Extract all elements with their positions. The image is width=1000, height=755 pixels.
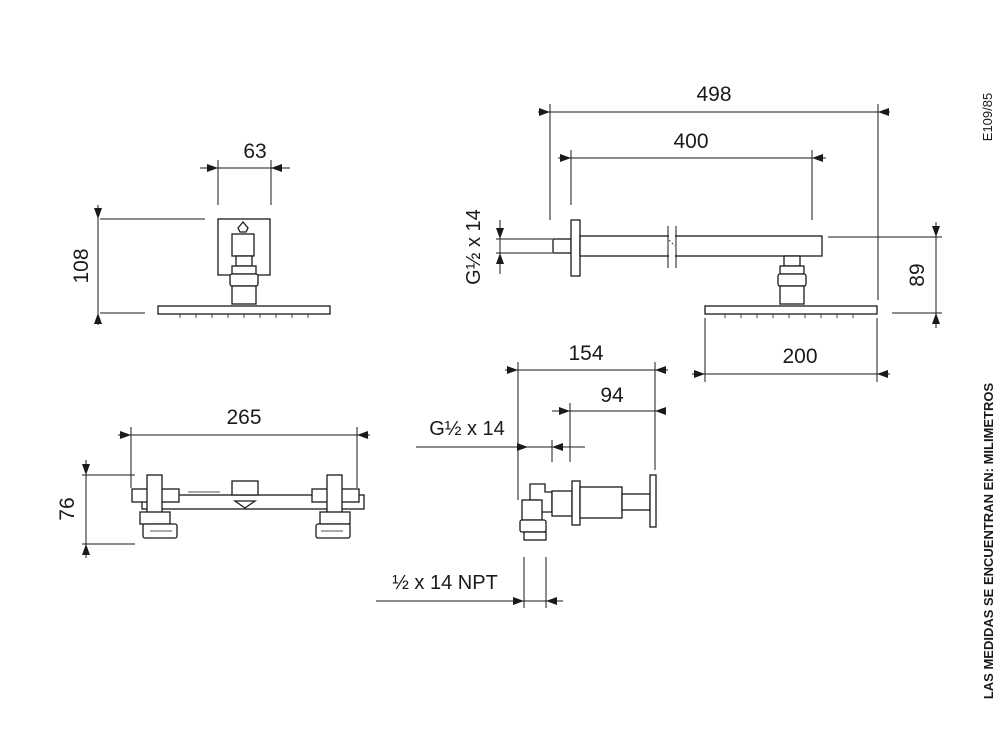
dimension-label: G½ x 14 xyxy=(463,209,485,285)
dimension-mixer-height: 76 xyxy=(56,460,135,558)
dimension-label: 63 xyxy=(243,140,266,163)
dimension-head-width: 63 xyxy=(200,140,290,205)
drawing-code: E109/85 xyxy=(980,93,995,141)
dimension-side-npt: ½ x 14 NPT xyxy=(376,557,563,608)
mixer-side-view xyxy=(519,474,657,541)
dimension-arm-inner: 400 xyxy=(558,130,826,220)
dimension-label: 400 xyxy=(673,130,708,153)
dimension-label: G½ x 14 xyxy=(429,418,505,440)
dimension-label: 76 xyxy=(56,497,79,520)
dimension-label: 498 xyxy=(696,83,731,106)
dimension-arm-thread: G½ x 14 xyxy=(463,209,552,285)
dimension-label: 265 xyxy=(226,406,261,429)
mixer-front-view xyxy=(131,474,365,539)
dimension-label: 94 xyxy=(600,384,624,407)
dimension-shower-head: 200 xyxy=(692,318,890,382)
dimension-head-height: 108 xyxy=(70,205,205,325)
shower-arm-side-view xyxy=(552,219,878,318)
dimension-side-thread: G½ x 14 xyxy=(416,418,585,462)
dimension-side-inner: 94 xyxy=(552,384,666,462)
dimension-mixer-width: 265 xyxy=(118,406,370,488)
dimension-side-depth: 154 xyxy=(505,342,668,500)
dimension-label: 108 xyxy=(70,248,93,283)
units-note: LAS MEDIDAS SE ENCUENTRAN EN: MILIMETROS xyxy=(981,383,996,700)
dimension-label: 154 xyxy=(568,342,603,365)
dimension-arm-height: 89 xyxy=(828,222,942,328)
shower-head-front-view xyxy=(157,218,331,318)
dimension-label: 89 xyxy=(906,263,929,286)
dimension-arm-length: 498 xyxy=(538,83,890,300)
dimension-label: 200 xyxy=(782,345,817,368)
dimension-label: ½ x 14 NPT xyxy=(392,572,498,594)
